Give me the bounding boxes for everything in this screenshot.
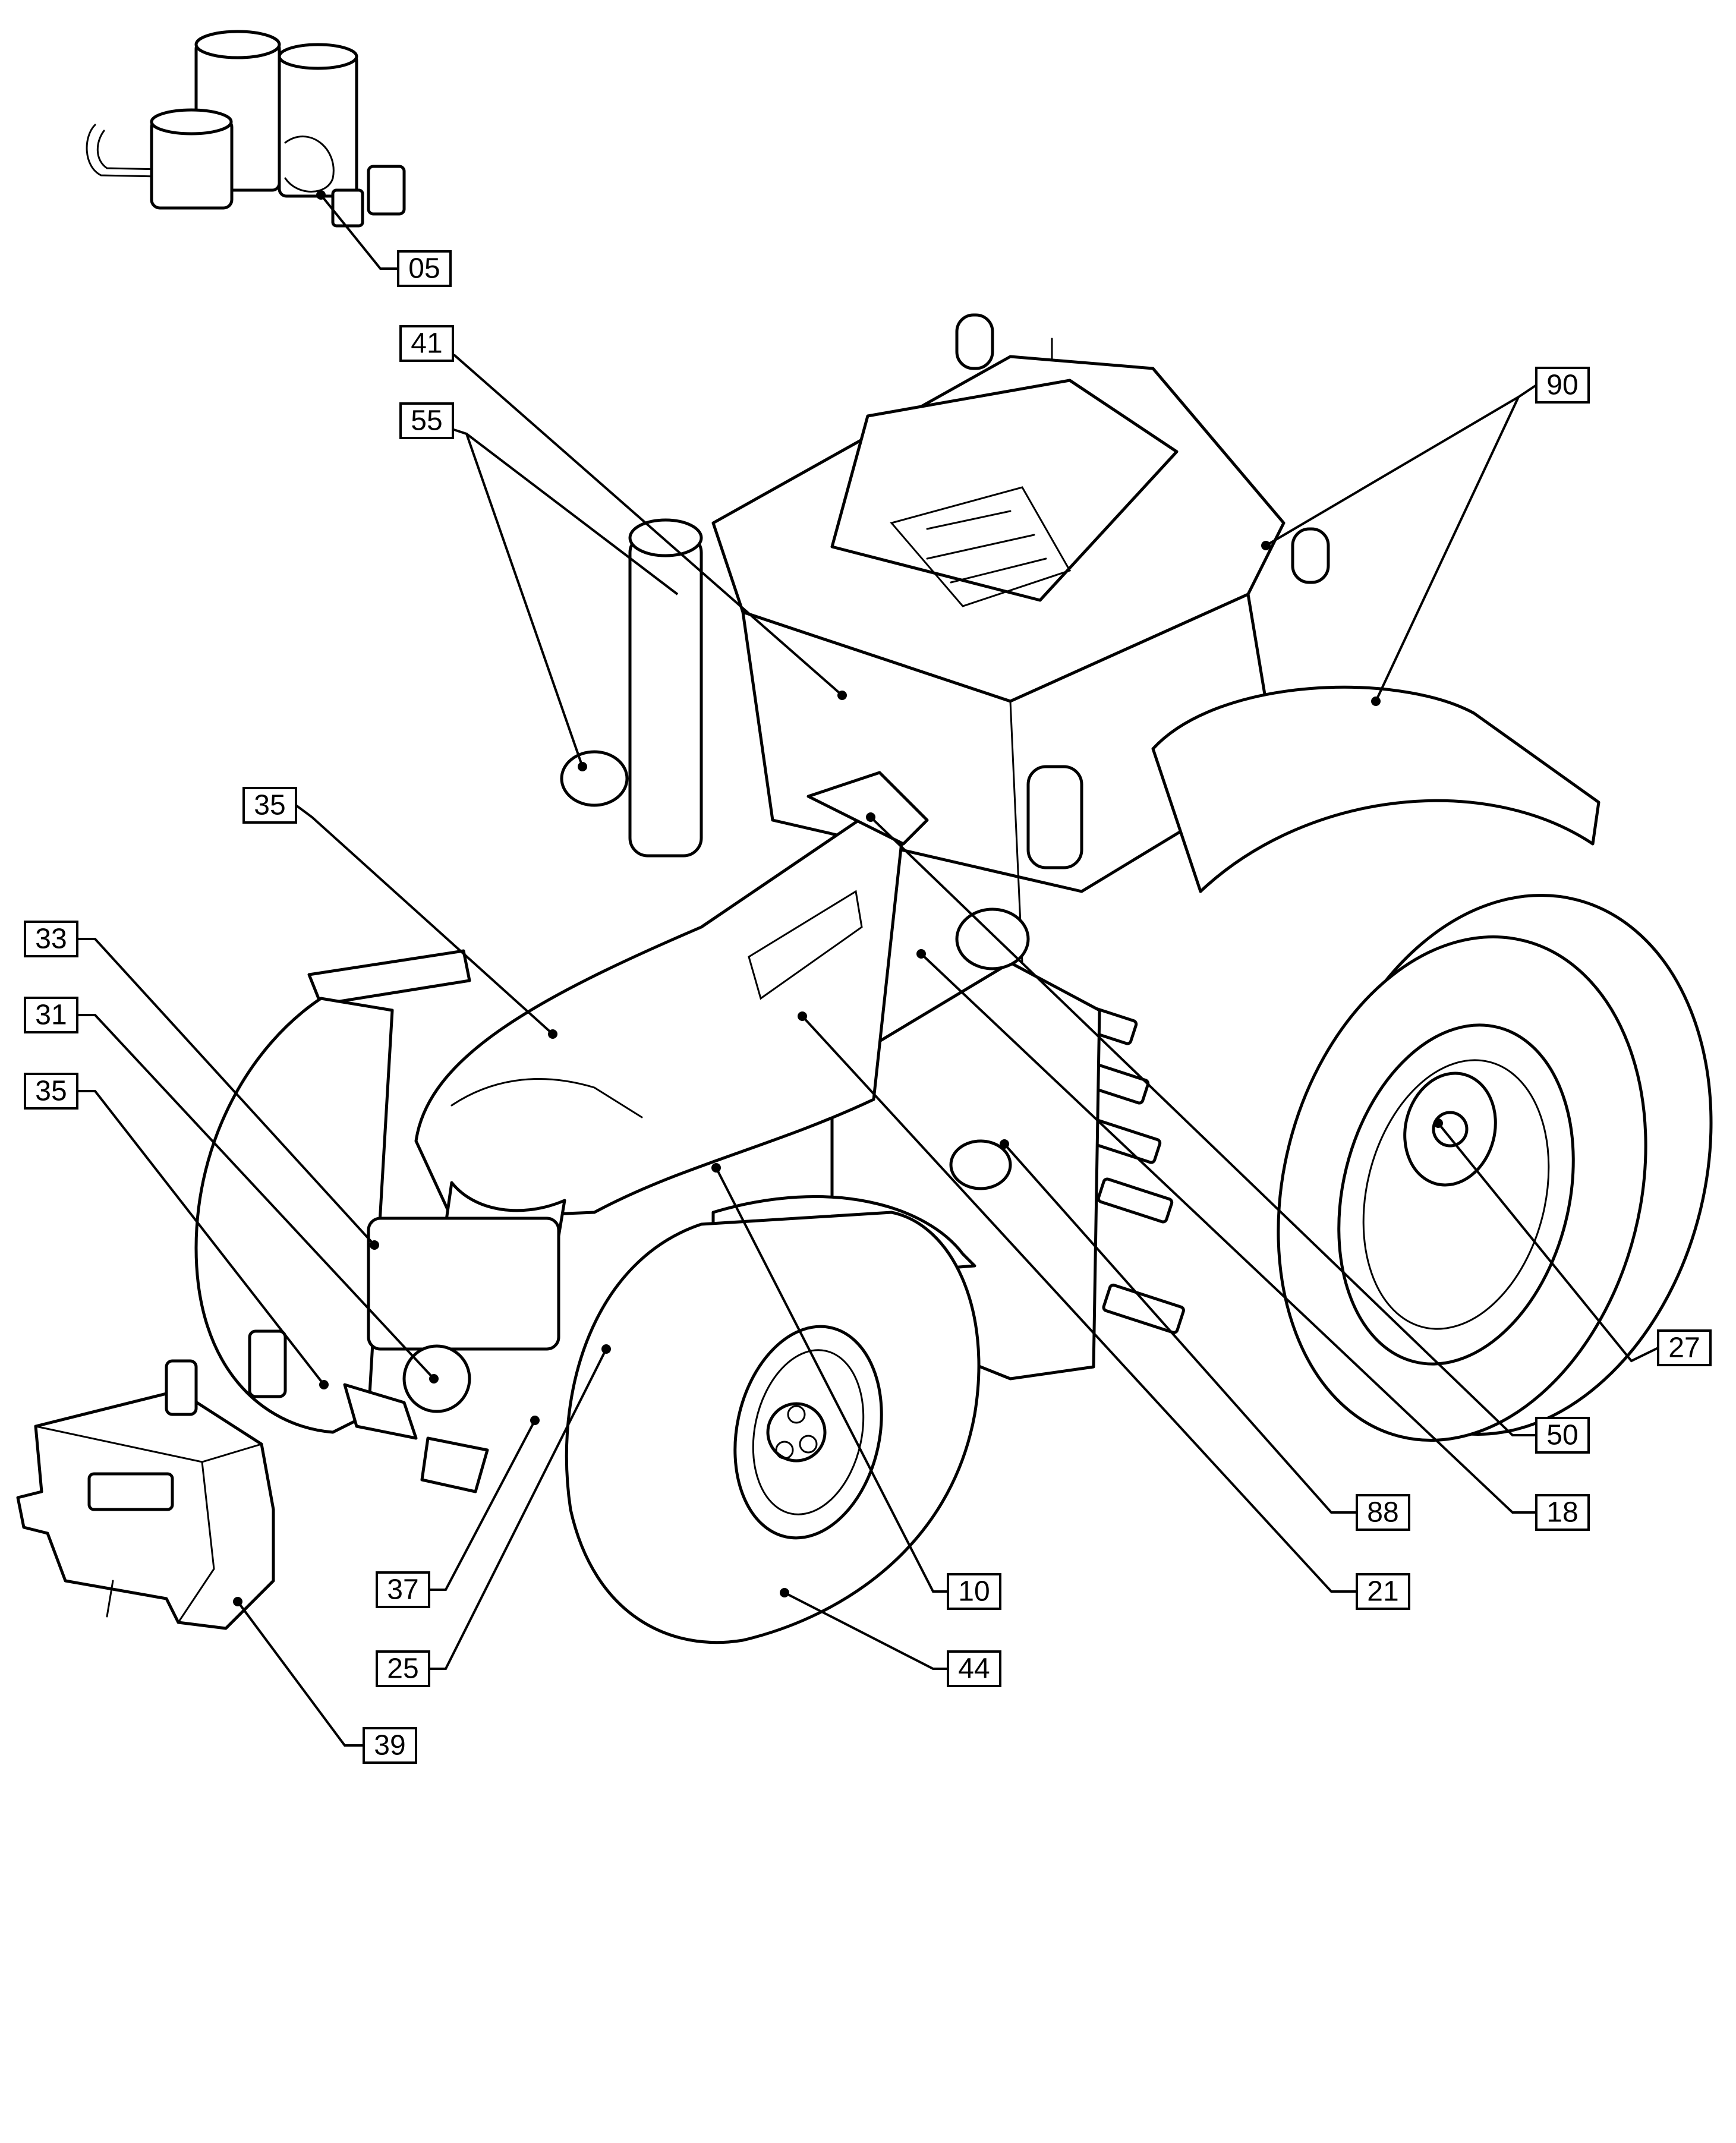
rear-fender xyxy=(1151,685,1600,893)
front-ballast-illustration xyxy=(16,1359,275,1630)
callout-18[interactable]: 18 xyxy=(1535,1494,1590,1531)
callout-21-label: 21 xyxy=(1367,1576,1398,1608)
callout-55-label: 55 xyxy=(411,405,442,437)
roof-hatch xyxy=(830,379,1179,602)
callout-21[interactable]: 21 xyxy=(1356,1573,1410,1610)
callout-25-label: 25 xyxy=(387,1653,418,1685)
callout-27[interactable]: 27 xyxy=(1657,1329,1712,1366)
beacon-left xyxy=(955,313,994,370)
front-fender-left xyxy=(307,949,471,1006)
air-intake xyxy=(806,771,929,846)
callout-10-label: 10 xyxy=(958,1576,990,1608)
callout-55[interactable]: 55 xyxy=(399,402,454,439)
fitting-icon xyxy=(367,165,406,216)
callout-05-label: 05 xyxy=(408,253,440,285)
callout-27-label: 27 xyxy=(1668,1332,1700,1364)
callout-35-top-label: 35 xyxy=(254,790,285,821)
callout-88[interactable]: 88 xyxy=(1356,1494,1410,1531)
front-hitch xyxy=(248,1217,560,1493)
callout-50[interactable]: 50 xyxy=(1535,1417,1590,1454)
callout-37-label: 37 xyxy=(387,1574,418,1606)
callout-90-label: 90 xyxy=(1546,370,1578,401)
callout-39[interactable]: 39 xyxy=(363,1727,417,1764)
front-tyre-left xyxy=(194,997,394,1434)
cartridge-filter-icon xyxy=(278,52,358,198)
callout-44[interactable]: 44 xyxy=(947,1650,1001,1687)
callout-10[interactable]: 10 xyxy=(947,1573,1001,1610)
callout-35-lower[interactable]: 35 xyxy=(24,1073,78,1110)
right-mirror xyxy=(1026,765,1083,869)
callout-33-label: 33 xyxy=(35,924,67,955)
drive-belt-icon xyxy=(284,135,335,193)
callout-35-lower-label: 35 xyxy=(35,1076,67,1107)
ballast-logo-plate xyxy=(87,1472,174,1511)
leader-lines xyxy=(77,190,1659,1747)
engine-hood xyxy=(414,812,905,1220)
callout-35-top[interactable]: 35 xyxy=(242,787,297,824)
callout-50-label: 50 xyxy=(1546,1420,1578,1451)
callout-41[interactable]: 41 xyxy=(399,325,454,362)
callout-18-label: 18 xyxy=(1546,1497,1578,1529)
left-mirror xyxy=(560,750,629,807)
callout-39-label: 39 xyxy=(374,1730,405,1761)
callout-88-label: 88 xyxy=(1367,1497,1398,1529)
exhaust-stack xyxy=(628,533,703,858)
hood-vent xyxy=(748,890,863,1000)
callout-41-label: 41 xyxy=(411,328,442,360)
callout-31[interactable]: 31 xyxy=(24,997,78,1033)
fuel-filler xyxy=(949,1139,1012,1190)
callout-33[interactable]: 33 xyxy=(24,921,78,957)
side-light xyxy=(955,907,1030,970)
callout-05[interactable]: 05 xyxy=(397,250,452,287)
callout-31-label: 31 xyxy=(35,1000,67,1031)
front-wheel-hub xyxy=(766,1402,827,1463)
callout-37[interactable]: 37 xyxy=(376,1571,430,1608)
beacon-right xyxy=(1291,527,1330,584)
callout-90[interactable]: 90 xyxy=(1535,367,1590,404)
tractor-illustration xyxy=(194,313,1713,1644)
filter-kit-illustration xyxy=(86,30,406,228)
callout-25[interactable]: 25 xyxy=(376,1650,430,1687)
callout-44-label: 44 xyxy=(958,1653,990,1685)
